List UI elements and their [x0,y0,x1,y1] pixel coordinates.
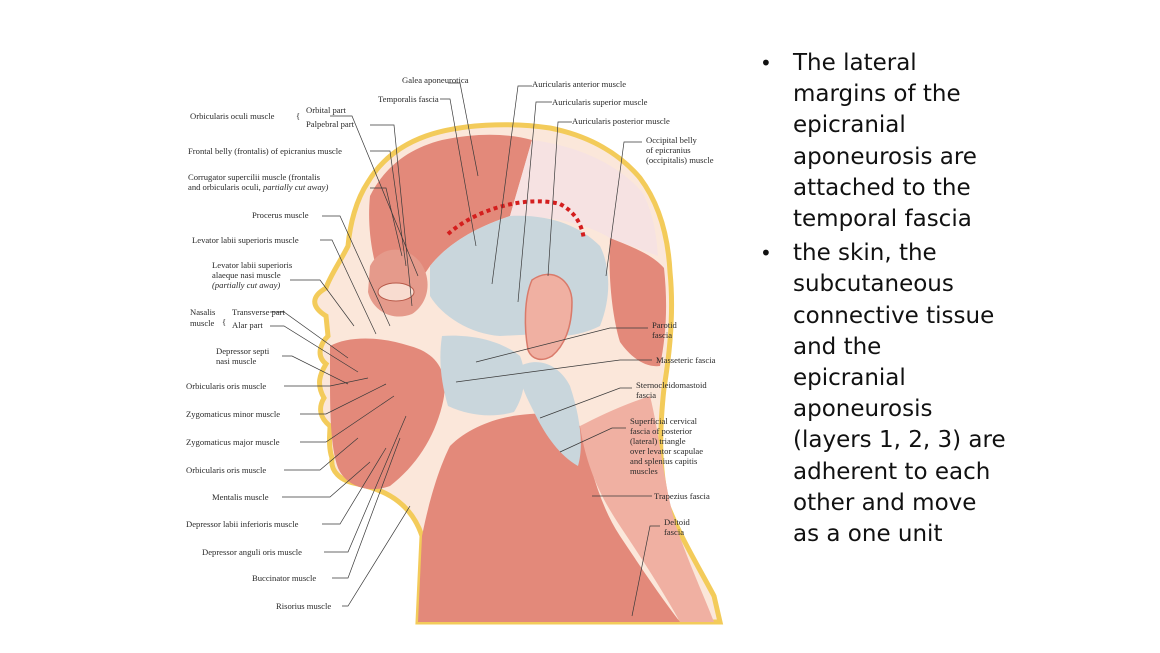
bullet-line: temporal fascia [793,206,972,233]
brace-icon: { [296,111,300,121]
temporal-margin-dotted-line [446,199,586,241]
label-levator-alaeque-1: Levator labii superioris [212,260,293,270]
label-orbital-part: Orbital part [306,105,346,115]
label-corrugator-2: and orbicularis oculi, partially cut awa… [188,182,328,192]
galea-aponeurotica [510,140,658,256]
label-levator-labii: Levator labii superioris muscle [192,235,299,245]
label-occipital-belly-2: of epicranius [646,145,691,155]
label-auricularis-anterior: Auricularis anterior muscle [532,79,626,89]
bullet-line: subcutaneous [793,271,954,298]
label-nasalis-1: Nasalis [190,307,216,317]
label-occipital-belly-3: (occipitalis) muscle [646,155,714,165]
label-orbicularis-oris-1: Orbicularis oris muscle [186,381,266,391]
label-risorius: Risorius muscle [276,601,331,611]
bullet-marker: • [760,241,772,266]
label-occipital-belly-1: Occipital belly [646,135,698,145]
label-sup-cerv-3: (lateral) triangle [630,436,686,446]
label-deltoid-1: Deltoid [664,517,690,527]
label-scm-1: Sternocleidomastoid [636,380,707,390]
label-zygomaticus-major: Zygomaticus major muscle [186,437,280,447]
bullet-line: as a one unit [793,521,943,548]
bullet-line: epicranial [793,112,906,139]
label-corrugator-2a: and orbicularis oculi, [188,182,261,192]
label-depressor-septi-1: Depressor septi [216,346,270,356]
label-levator-alaeque-3: (partially cut away) [212,280,280,290]
label-depressor-anguli: Depressor anguli oris muscle [202,547,302,557]
label-levator-alaeque-2: alaeque nasi muscle [212,270,281,280]
label-parotid-2: fascia [652,330,672,340]
bullet-line: and the [793,333,882,360]
bullet-line: other and move [793,489,977,516]
label-depressor-septi-2: nasi muscle [216,356,257,366]
label-masseteric-fascia: Masseteric fascia [656,355,716,365]
masseter-fascia [440,335,525,416]
bullet-line: The lateral [793,50,917,76]
label-depressor-labii: Depressor labii inferioris muscle [186,519,299,529]
label-corrugator-1: Corrugator supercilii muscle (frontalis [188,172,321,182]
label-frontal-belly: Frontal belly (frontalis) of epicranius … [188,146,342,156]
bullet-line: attached to the [793,174,971,201]
head-neck-muscle-diagram: Galea aponeurotica Temporalis fascia Aur… [186,75,724,625]
occipitalis-muscle [609,238,667,367]
label-temporalis-fascia: Temporalis fascia [378,94,439,104]
label-sup-cerv-5: and splenius capitis [630,456,698,466]
bullet-line: connective tissue [793,302,995,329]
label-zygomaticus-minor: Zygomaticus minor muscle [186,409,280,419]
label-orbicularis-oculi: Orbicularis oculi muscle [190,111,275,121]
bullet-marker: • [760,51,772,75]
label-palpebral-part: Palpebral part [306,119,355,129]
label-galea-aponeurotica: Galea aponeurotica [402,75,469,85]
neck-muscles [418,413,680,622]
label-alar-part: Alar part [232,320,263,330]
label-corrugator-2b: partially cut away) [262,182,329,192]
bullet-line: (layers 1, 2, 3) are [793,427,1006,454]
bullet-line: aponeurosis are [793,143,977,170]
brace-icon-2: { [222,317,226,327]
label-orbicularis-oris-2: Orbicularis oris muscle [186,465,266,475]
label-sup-cerv-2: fascia of posterior [630,426,692,436]
label-sup-cerv-6: muscles [630,466,658,476]
bullet-line: the skin, the [793,240,937,267]
label-procerus: Procerus muscle [252,210,309,220]
cheek-muscles [330,338,445,490]
bullet-item-1: • The lateral margins of the epicranial … [760,48,1150,235]
eye [377,282,415,302]
label-parotid-1: Parotid [652,320,678,330]
ear [524,273,573,361]
label-auricularis-superior: Auricularis superior muscle [552,97,648,107]
label-buccinator: Buccinator muscle [252,573,316,583]
label-deltoid-2: fascia [664,527,684,537]
label-auricularis-posterior: Auricularis posterior muscle [572,116,670,126]
label-trapezius-fascia: Trapezius fascia [654,491,710,501]
bullet-line: margins of the [793,81,961,108]
bullet-line: adherent to each [793,458,991,485]
trapezius-area [580,396,714,622]
label-transverse-part: Transverse part [232,307,286,317]
bullet-line: aponeurosis [793,396,933,423]
anatomy-illustration: Galea aponeurotica Temporalis fascia Aur… [180,66,740,626]
bullet-list: • The lateral margins of the epicranial … [760,48,1150,553]
bullet-line: epicranial [793,365,906,392]
bullet-item-2: • the skin, the subcutaneous connective … [760,238,1150,550]
label-mentalis: Mentalis muscle [212,492,269,502]
figure-labels: Galea aponeurotica Temporalis fascia Aur… [186,75,716,611]
label-sup-cerv-4: over levator scapulae [630,446,703,456]
label-nasalis-2: muscle [190,318,215,328]
label-scm-2: fascia [636,390,656,400]
leader-lines [270,82,660,617]
label-sup-cerv-1: Superficial cervical [630,416,698,426]
